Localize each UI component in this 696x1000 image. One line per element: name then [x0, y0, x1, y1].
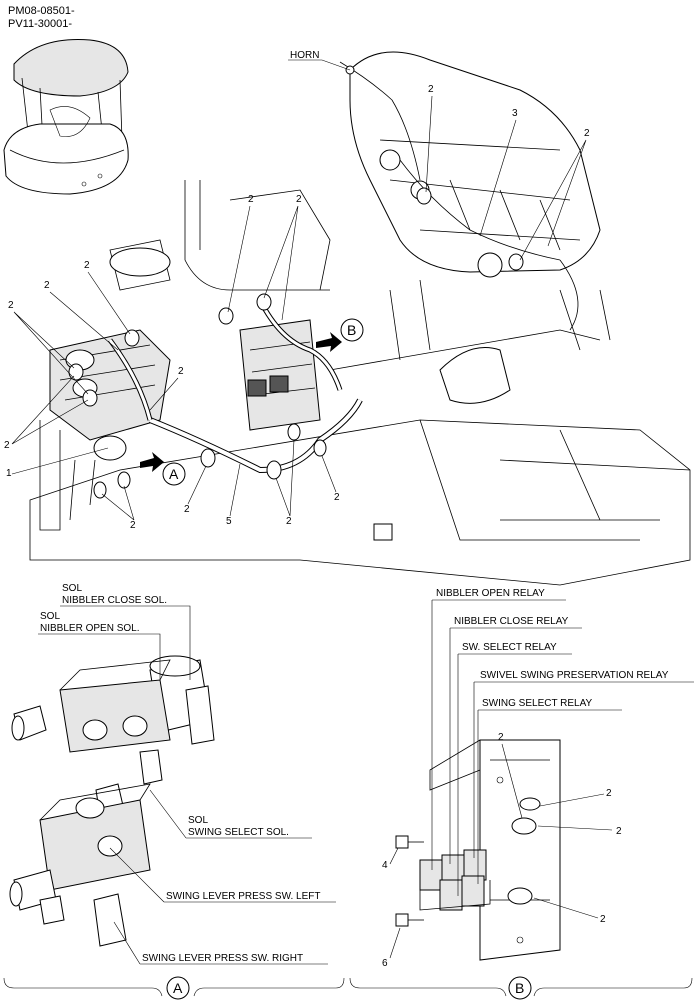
callout-2: 2: [606, 788, 612, 799]
callout-2: 2: [84, 260, 90, 271]
callout-6: 6: [382, 958, 388, 969]
swivel-swing-relay-label: SWIVEL SWING PRESERVATION RELAY: [480, 670, 669, 681]
sw-select-relay-label: SW. SELECT RELAY: [462, 642, 557, 653]
callout-2: 2: [184, 504, 190, 515]
detail-a-labels: SOL NIBBLER CLOSE SOL. SOL NIBBLER OPEN …: [38, 583, 336, 965]
callout-2: 2: [44, 280, 50, 291]
callout-2: 2: [4, 440, 10, 451]
callout-2: 2: [498, 732, 504, 743]
detail-b-footer: B: [349, 976, 693, 1000]
view-a-marker-label: A: [169, 466, 179, 482]
callout-2: 2: [8, 300, 14, 311]
detail-a-footer: A: [3, 976, 345, 1000]
detail-a-illustration: [9, 655, 215, 947]
callout-2: 2: [178, 366, 184, 377]
view-b-marker-label: B: [347, 322, 356, 338]
swing-lever-left-label: SWING LEVER PRESS SW. LEFT: [166, 891, 320, 902]
callout-2: 2: [428, 84, 434, 95]
part-code-1: PM08-08501-: [8, 5, 75, 17]
horn-label: HORN: [290, 50, 319, 61]
detail-b-illustration: [395, 739, 561, 961]
swing-lever-right-label: SWING LEVER PRESS SW. RIGHT: [142, 953, 303, 964]
part-code-2: PV11-30001-: [8, 18, 72, 30]
sol-label-3: SOL: [188, 815, 208, 826]
callout-5: 5: [226, 516, 232, 527]
callout-2: 2: [584, 128, 590, 139]
callout-2: 2: [600, 914, 606, 925]
detail-a-footer-label: A: [173, 980, 183, 996]
swing-select-sol-label: SWING SELECT SOL.: [188, 827, 289, 838]
callout-1: 1: [6, 468, 12, 479]
callout-2: 2: [248, 194, 254, 205]
detail-b-footer-label: B: [515, 980, 524, 996]
detail-b-labels: NIBBLER OPEN RELAY NIBBLER CLOSE RELAY S…: [382, 588, 694, 969]
callout-2: 2: [286, 516, 292, 527]
callout-2: 2: [130, 520, 136, 531]
sol-label-1: SOL: [62, 583, 82, 594]
nibbler-open-relay-label: NIBBLER OPEN RELAY: [436, 588, 545, 599]
view-a-marker[interactable]: A: [140, 452, 186, 486]
callout-3: 3: [512, 108, 518, 119]
nibbler-close-sol-label: NIBBLER CLOSE SOL.: [62, 595, 167, 606]
main-callouts: HORN 2 3 2 2 2 2 2 2 2 2 1 2 2 5 2 2: [4, 50, 590, 531]
machine-thumbnail: [3, 39, 129, 195]
callout-2: 2: [296, 194, 302, 205]
view-b-marker[interactable]: B: [316, 318, 364, 352]
callout-2: 2: [334, 492, 340, 503]
sol-label-2: SOL: [40, 611, 60, 622]
swing-select-relay-label: SWING SELECT RELAY: [482, 698, 593, 709]
nibbler-close-relay-label: NIBBLER CLOSE RELAY: [454, 616, 569, 627]
nibbler-open-sol-label: NIBBLER OPEN SOL.: [40, 623, 139, 634]
callout-4: 4: [382, 860, 388, 871]
callout-2: 2: [616, 826, 622, 837]
main-assembly-illustration: [29, 51, 691, 586]
